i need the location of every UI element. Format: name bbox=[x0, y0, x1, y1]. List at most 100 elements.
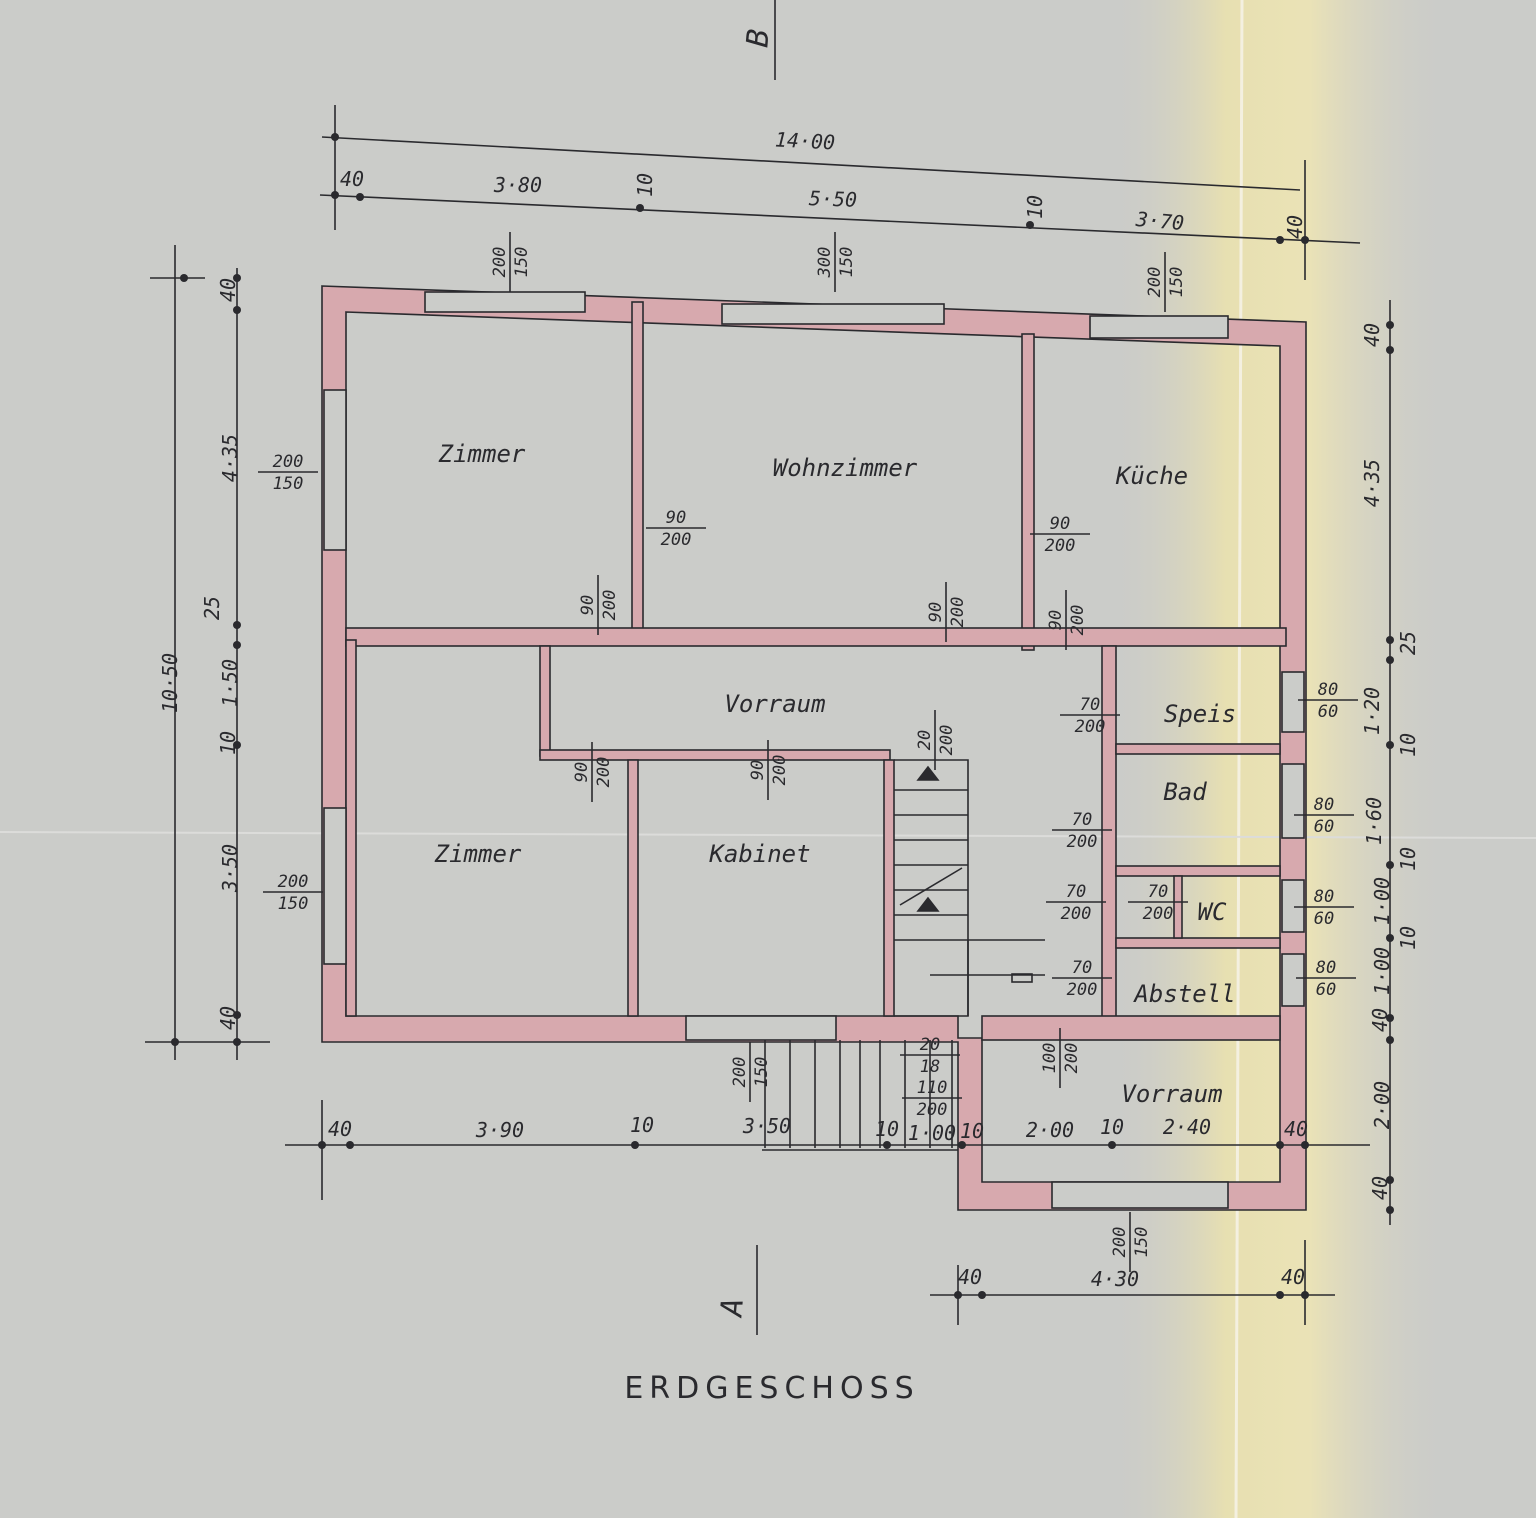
opening-height: 150 bbox=[752, 1057, 772, 1088]
dimension-label: 10·50 bbox=[158, 653, 182, 713]
room-label-speis: Speis bbox=[1164, 700, 1236, 728]
opening-width: 80 bbox=[1318, 680, 1338, 700]
staircase bbox=[762, 759, 1045, 1151]
room-label-kabinet: Kabinet bbox=[708, 840, 810, 868]
dimension-label: 3·80 bbox=[493, 173, 542, 197]
opening-height: 150 bbox=[278, 894, 309, 914]
dimension-label: 10 bbox=[1023, 195, 1047, 219]
wall-kabinet-stair bbox=[883, 759, 895, 1017]
opening-width: 70 bbox=[1080, 695, 1100, 715]
paper-fold-vertical bbox=[1234, 0, 1244, 1518]
dimension-label: 1·00 bbox=[1370, 877, 1394, 925]
dimension-label: 40 bbox=[216, 1006, 240, 1030]
dimension-label: 40 bbox=[1281, 1265, 1305, 1289]
dimension-label: 40 bbox=[1368, 1176, 1392, 1200]
opening-width: 80 bbox=[1314, 887, 1334, 907]
dimension-label: 10 bbox=[960, 1119, 984, 1143]
opening-height: 150 bbox=[273, 474, 304, 494]
opening-height: 200 bbox=[917, 1100, 948, 1120]
window-vorraum bbox=[1051, 1181, 1229, 1209]
dimension-label: 3·50 bbox=[218, 844, 242, 893]
room-label-kueche: Küche bbox=[1115, 462, 1188, 490]
opening-width: 90 bbox=[926, 602, 946, 622]
dimension-label: 1·20 bbox=[1360, 687, 1384, 735]
dimension-label: 3·50 bbox=[742, 1114, 791, 1138]
dimension-label: 10 bbox=[1100, 1115, 1124, 1139]
dimension-label: 10 bbox=[633, 173, 657, 197]
opening-height: 200 bbox=[1062, 1043, 1082, 1074]
dimension-label: 4·35 bbox=[218, 434, 242, 482]
section-marker-a: A bbox=[714, 1297, 751, 1320]
room-label-abstell: Abstell bbox=[1132, 980, 1235, 1008]
wall-vorraum-north bbox=[981, 1015, 1281, 1041]
opening-height: 150 bbox=[512, 247, 532, 278]
dimension-label: 4·30 bbox=[1091, 1267, 1139, 1291]
opening-width: 90 bbox=[666, 508, 686, 528]
opening-height: 200 bbox=[1067, 832, 1098, 852]
room-label-wohnzimmer: Wohnzimmer bbox=[773, 454, 918, 482]
wall-zimmer-wohnzimmer bbox=[631, 301, 644, 643]
opening-height: 150 bbox=[1167, 267, 1187, 298]
opening-width: 200 bbox=[490, 247, 510, 278]
dimension-label: 2·00 bbox=[1370, 1081, 1394, 1129]
opening-height: 200 bbox=[1061, 904, 1092, 924]
dimension-label: 10 bbox=[630, 1113, 654, 1137]
dimension-label: 40 bbox=[1284, 1117, 1308, 1141]
window-bad bbox=[1281, 763, 1305, 839]
room-label-vorraum: Vorraum bbox=[724, 690, 825, 718]
dimension-label: 4·35 bbox=[1360, 459, 1384, 507]
opening-width: 200 bbox=[1110, 1227, 1130, 1258]
opening-height: 200 bbox=[600, 590, 620, 621]
opening-width: 100 bbox=[1040, 1043, 1060, 1074]
opening-height: 200 bbox=[770, 755, 790, 786]
wall-speis-bad bbox=[1115, 743, 1281, 755]
opening-height: 200 bbox=[1068, 605, 1088, 636]
opening-width: 20 bbox=[915, 730, 935, 750]
opening-height: 60 bbox=[1316, 980, 1336, 1000]
opening-height: 150 bbox=[837, 247, 857, 278]
wall-corridor-north bbox=[345, 627, 1287, 647]
opening-width: 200 bbox=[1145, 267, 1165, 298]
dimension-dots bbox=[171, 133, 1394, 1299]
opening-width: 90 bbox=[572, 762, 592, 782]
opening-width: 110 bbox=[917, 1078, 948, 1098]
room-label-wc: WC bbox=[1198, 898, 1227, 926]
window-kabinet bbox=[685, 1015, 837, 1041]
dimension-label: 5·50 bbox=[809, 186, 858, 212]
dimension-label: 10 bbox=[216, 731, 240, 755]
plan-title: ERDGESCHOSS bbox=[624, 1371, 919, 1406]
opening-width: 20 bbox=[920, 1035, 940, 1055]
room-label-zimmer-1: Zimmer bbox=[438, 440, 526, 468]
wall-bad-wc bbox=[1115, 865, 1281, 877]
room-label-zimmer-2: Zimmer bbox=[434, 840, 522, 868]
dimension-label: 14·00 bbox=[774, 127, 835, 154]
opening-width: 200 bbox=[730, 1057, 750, 1088]
opening-width: 80 bbox=[1316, 958, 1336, 978]
wall-vorraum-west bbox=[539, 645, 551, 757]
wall-wohnzimmer-kueche bbox=[1021, 333, 1035, 651]
opening-height: 200 bbox=[661, 530, 692, 550]
opening-height: 200 bbox=[948, 597, 968, 628]
wall-wc-inner bbox=[1173, 875, 1183, 939]
windows bbox=[323, 291, 1305, 1209]
opening-height: 18 bbox=[920, 1057, 940, 1077]
